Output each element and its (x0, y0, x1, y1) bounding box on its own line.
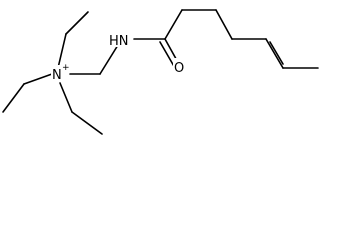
bond-lower-ethyl-ch2-ch3 (71, 111, 103, 135)
n-cation-label: N (52, 68, 62, 83)
bond-upper-ethyl-ch2-ch3 (65, 11, 89, 35)
bond-c1-c2 (164, 9, 183, 40)
nh-label: HN (109, 34, 129, 49)
bond-carbonyl-c-to-o-b (159, 41, 176, 69)
n-cation-label-mask (51, 65, 65, 81)
positive-charge-label: + (62, 63, 70, 73)
bond-bridge-ch2-to-nh (99, 44, 119, 75)
bond-c3-c4 (215, 9, 233, 40)
structure-diagram: N + HN O (2, 9, 319, 135)
oxygen-label-mask (173, 58, 187, 74)
bond-n-to-lower-ethyl-ch2 (59, 82, 73, 113)
bond-n-to-upper-ethyl-ch2 (57, 33, 67, 69)
nh-label-mask (109, 31, 133, 47)
bond-n-to-left-ethyl-ch2 (23, 73, 53, 85)
oxygen-label: O (174, 61, 184, 76)
bond-c5-c6-b (269, 41, 284, 65)
bond-left-ethyl-ch2-ch3 (2, 83, 25, 113)
bond-c5-c6-a (265, 38, 284, 69)
